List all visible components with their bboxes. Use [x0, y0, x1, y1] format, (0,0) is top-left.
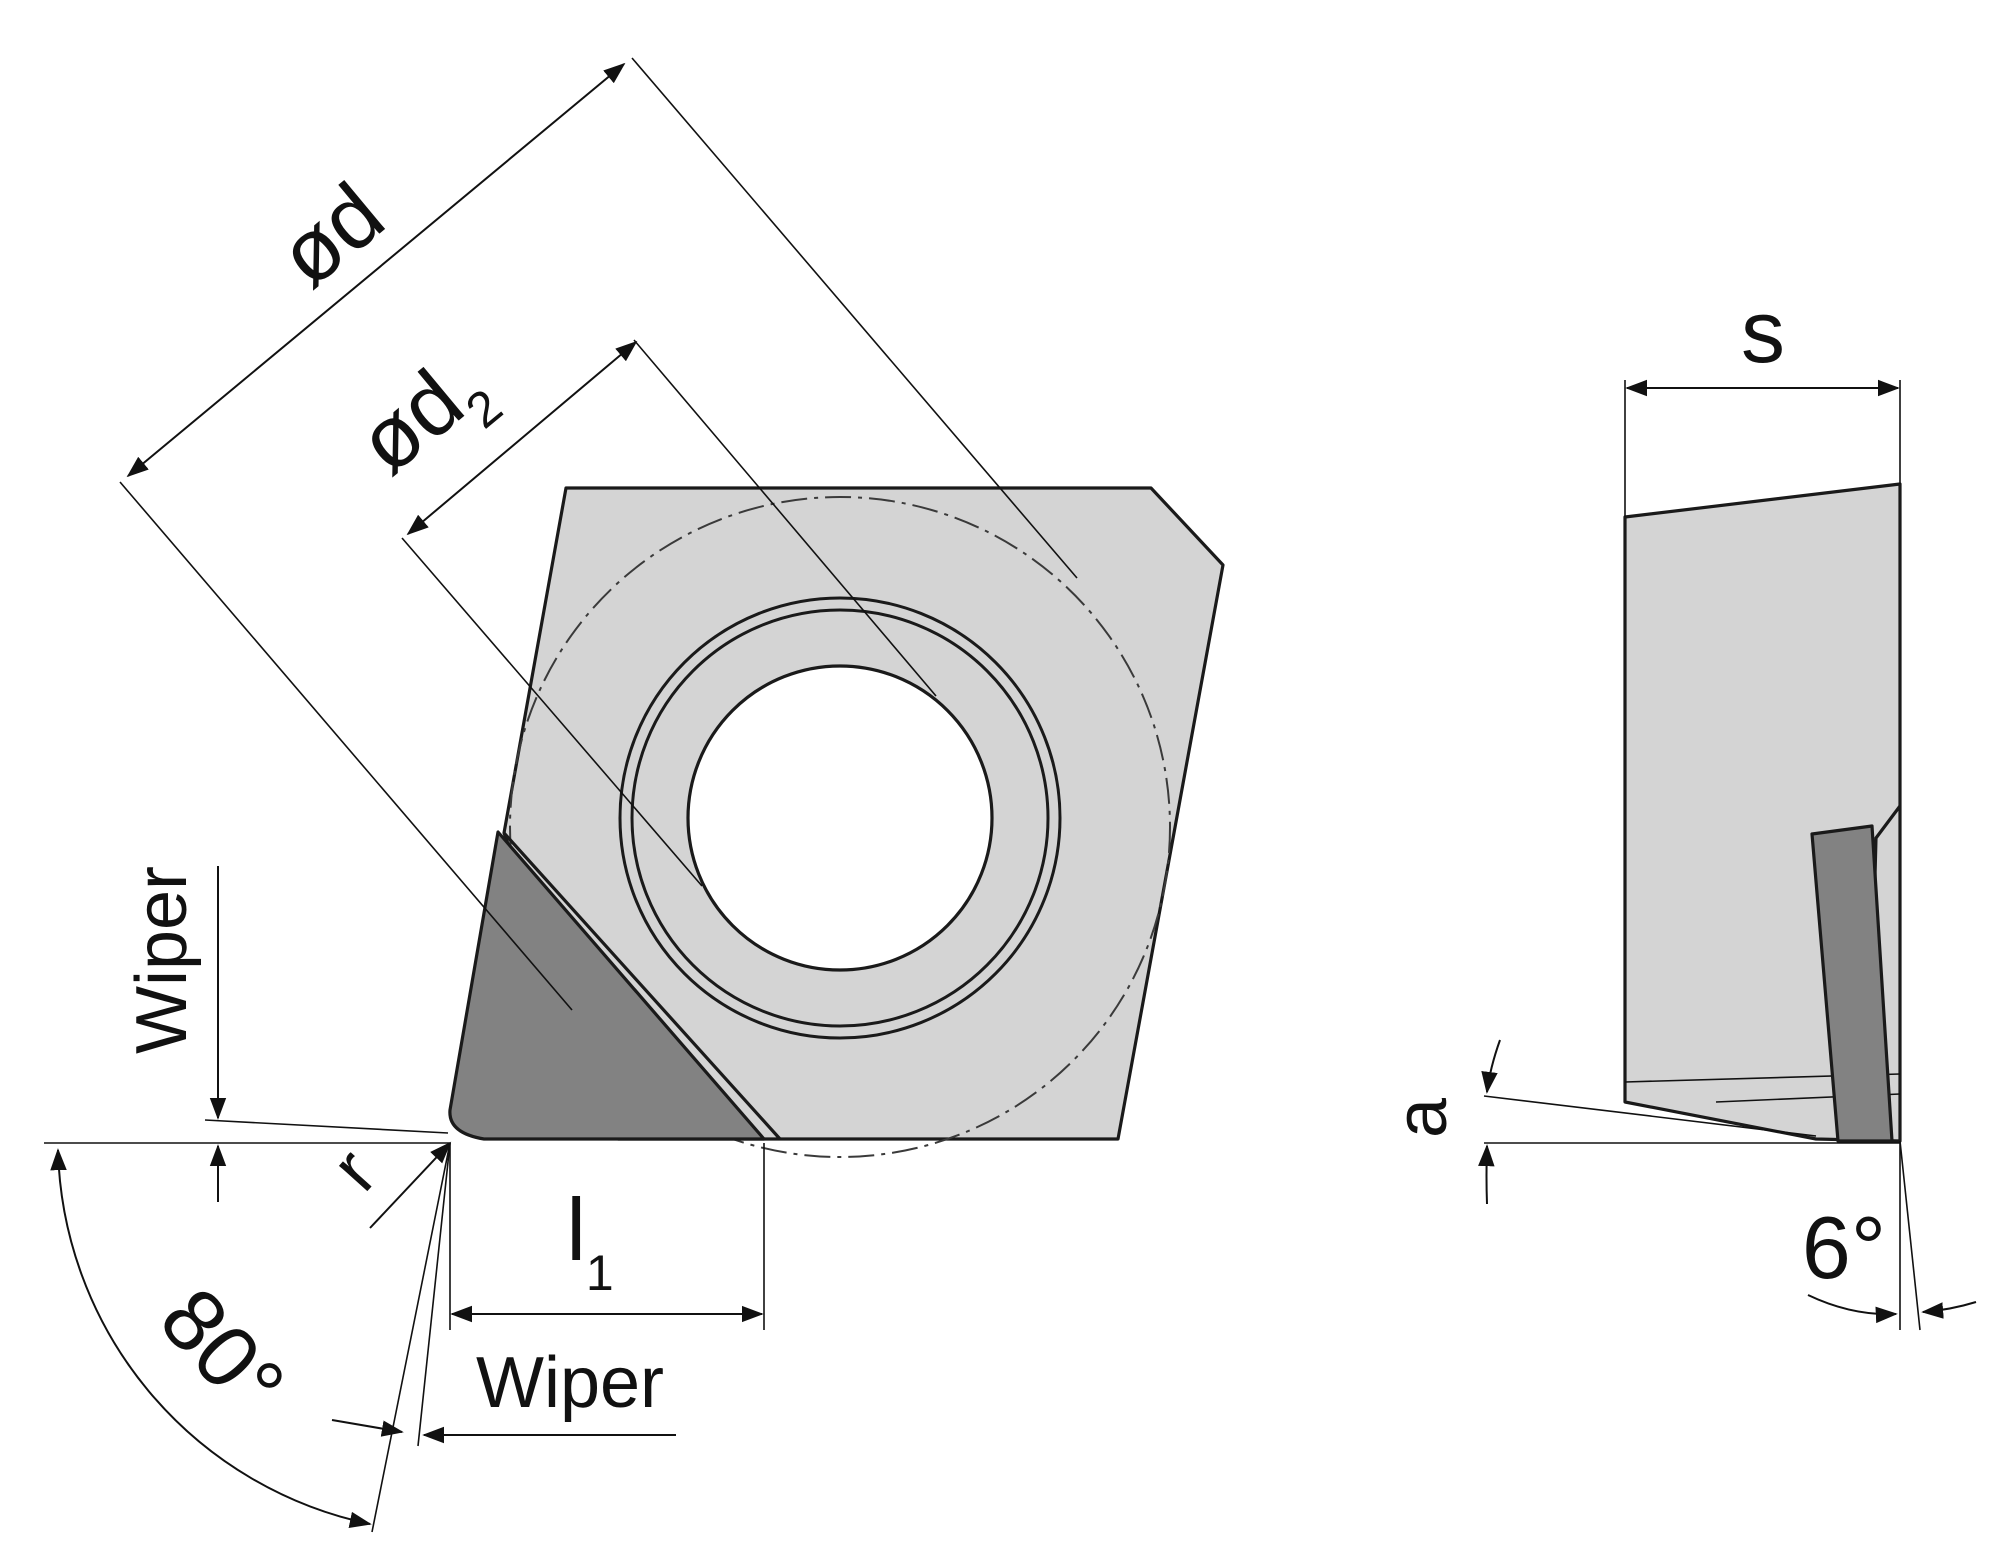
front-view: ød ød2 Wiper r l1 80° Wip	[44, 57, 1225, 1533]
length-l1-label: l1	[566, 1180, 613, 1301]
tip-chamfer-line	[502, 831, 782, 1141]
hole-outer-ring	[618, 596, 1062, 1040]
radius-label: r	[316, 1134, 392, 1205]
wiper-extension-line	[204, 1119, 449, 1134]
six-degree-arrow-right	[1921, 1301, 1977, 1319]
a-arrow-bottom	[1478, 1144, 1495, 1205]
wiper-horizontal-arrow-left	[331, 1419, 404, 1437]
wiper-vertical-label: Wiper	[122, 866, 202, 1054]
mounting-hole	[686, 664, 994, 972]
diameter-d2-label: ød2	[339, 333, 513, 505]
d2-dimension-line	[406, 340, 638, 536]
a-angled-line	[1483, 1095, 1817, 1137]
d2-extension-right	[633, 339, 937, 697]
angle-6-label: 6°	[1802, 1198, 1886, 1297]
radius-leader	[369, 1141, 452, 1229]
d-dimension-line	[126, 62, 626, 478]
six-degree-ray	[1899, 1140, 1921, 1331]
six-degree-arrow-left	[1807, 1294, 1898, 1324]
d-extension-right	[631, 57, 1078, 579]
hole-middle-ring	[630, 608, 1050, 1028]
d2-extension-left	[401, 537, 703, 887]
angle-ray-left	[371, 1142, 451, 1533]
angle-80-arc	[50, 1148, 372, 1528]
side-view: s a 6°	[1382, 282, 1977, 1331]
wiper-horizontal-label: Wiper	[476, 1343, 664, 1423]
side-cutting-tip	[1810, 824, 1894, 1143]
inscribed-circle	[509, 496, 1171, 1158]
d-extension-left	[119, 481, 573, 1011]
a-arrow-top	[1481, 1039, 1501, 1094]
cutting-tip	[448, 830, 766, 1141]
thickness-label: s	[1741, 282, 1785, 381]
dim-a-label: a	[1382, 1097, 1462, 1138]
angle-ray-right	[417, 1142, 451, 1447]
diameter-d-label: ød	[259, 164, 401, 306]
